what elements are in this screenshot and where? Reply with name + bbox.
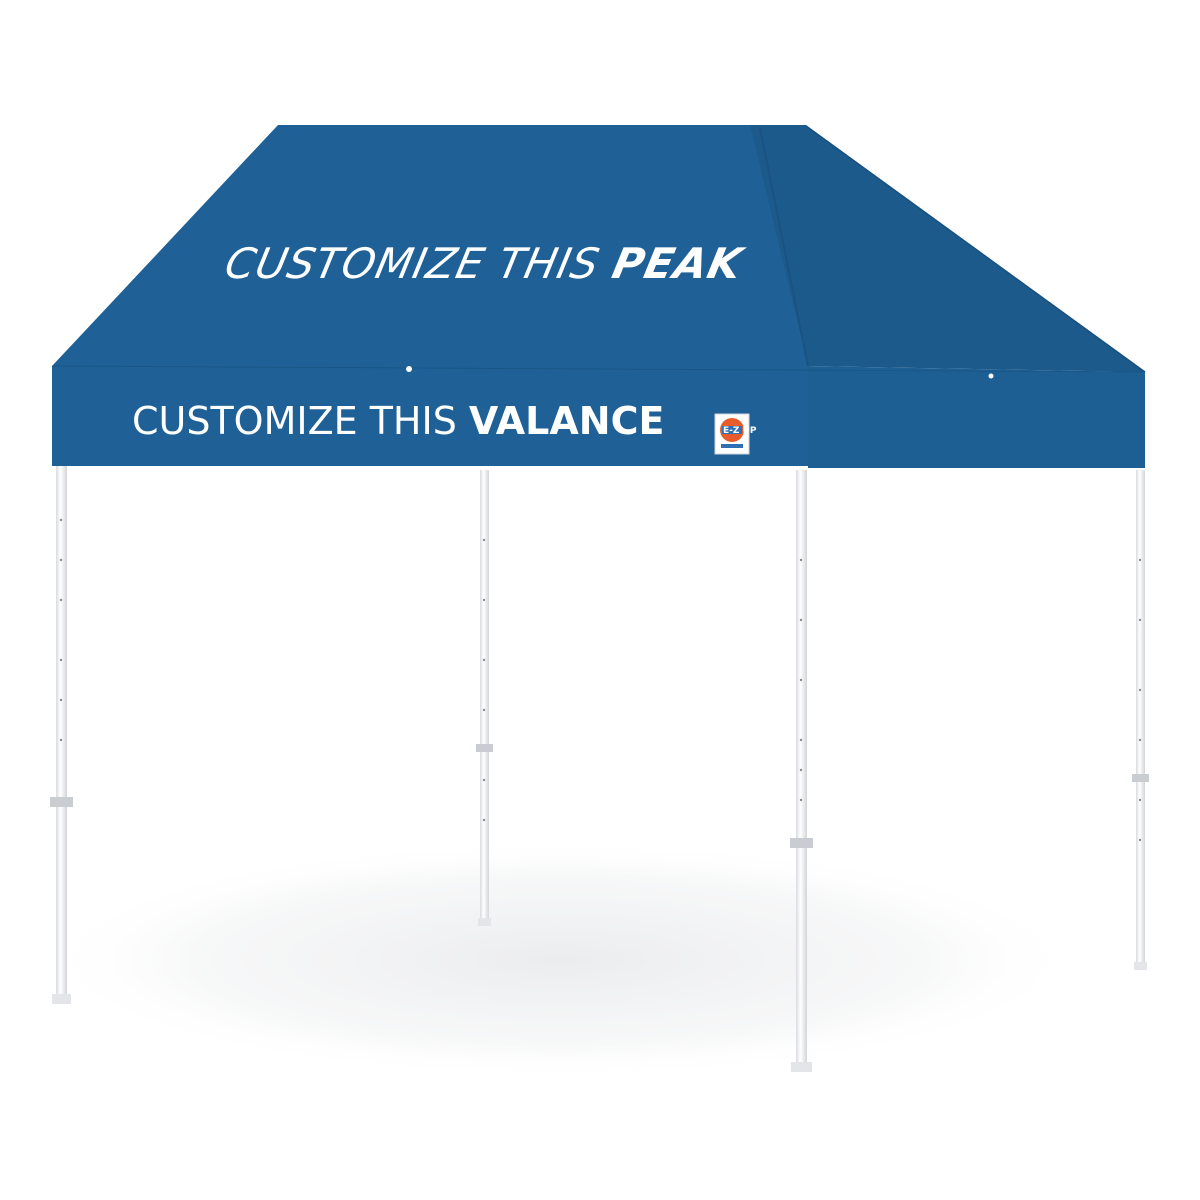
- ez-up-logo: E-Z UP: [714, 413, 757, 455]
- front-left-leg: [50, 466, 73, 1004]
- leg-holes: [59, 518, 1142, 842]
- grommet: [406, 366, 412, 372]
- grommet: [988, 373, 994, 379]
- peak-label: CUSTOMIZE THIS PEAK: [221, 240, 749, 288]
- back-right-leg: [1132, 470, 1149, 970]
- canopy-side-roof: [748, 125, 1145, 372]
- canopy-side-valance: [808, 366, 1145, 468]
- canopy-corner-line: [805, 125, 1146, 373]
- canopy-peak: [52, 125, 808, 366]
- back-left-leg: [476, 470, 493, 926]
- canopy-ridge-line: [759, 127, 809, 367]
- valance-label: CUSTOMIZE THIS VALANCE: [132, 399, 664, 443]
- floor-shadow: [40, 840, 1080, 1080]
- svg-text:E-Z UP: E-Z UP: [723, 426, 757, 436]
- canopy-valance: [52, 366, 808, 466]
- valance-seam: [51, 365, 1146, 373]
